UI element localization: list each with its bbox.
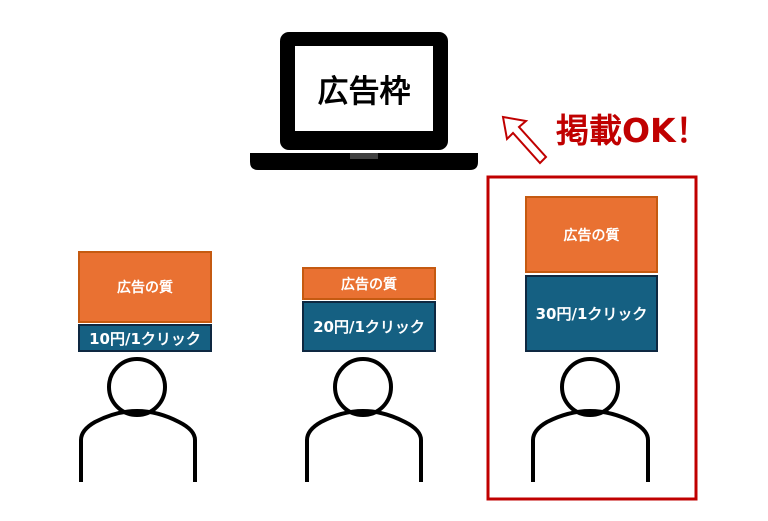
person-icon-1 [79, 357, 197, 482]
placement-ok-label: 掲載OK！ [556, 111, 709, 150]
price-box-2: 20円/1クリック [302, 301, 436, 352]
laptop-icon [250, 32, 478, 170]
arrow-up-left-icon [501, 115, 548, 165]
person-icon-2 [305, 357, 423, 482]
selected-highlight-box [486, 175, 698, 501]
ad-quality-box-2: 広告の質 [302, 267, 436, 300]
price-box-3: 30円/1クリック [525, 275, 658, 352]
ad-quality-box-1: 広告の質 [78, 251, 212, 323]
ad-slot-label: 広告枠 [317, 74, 411, 110]
price-box-1: 10円/1クリック [78, 324, 212, 352]
ad-quality-box-3: 広告の質 [525, 196, 658, 273]
person-icon-3 [531, 357, 650, 482]
